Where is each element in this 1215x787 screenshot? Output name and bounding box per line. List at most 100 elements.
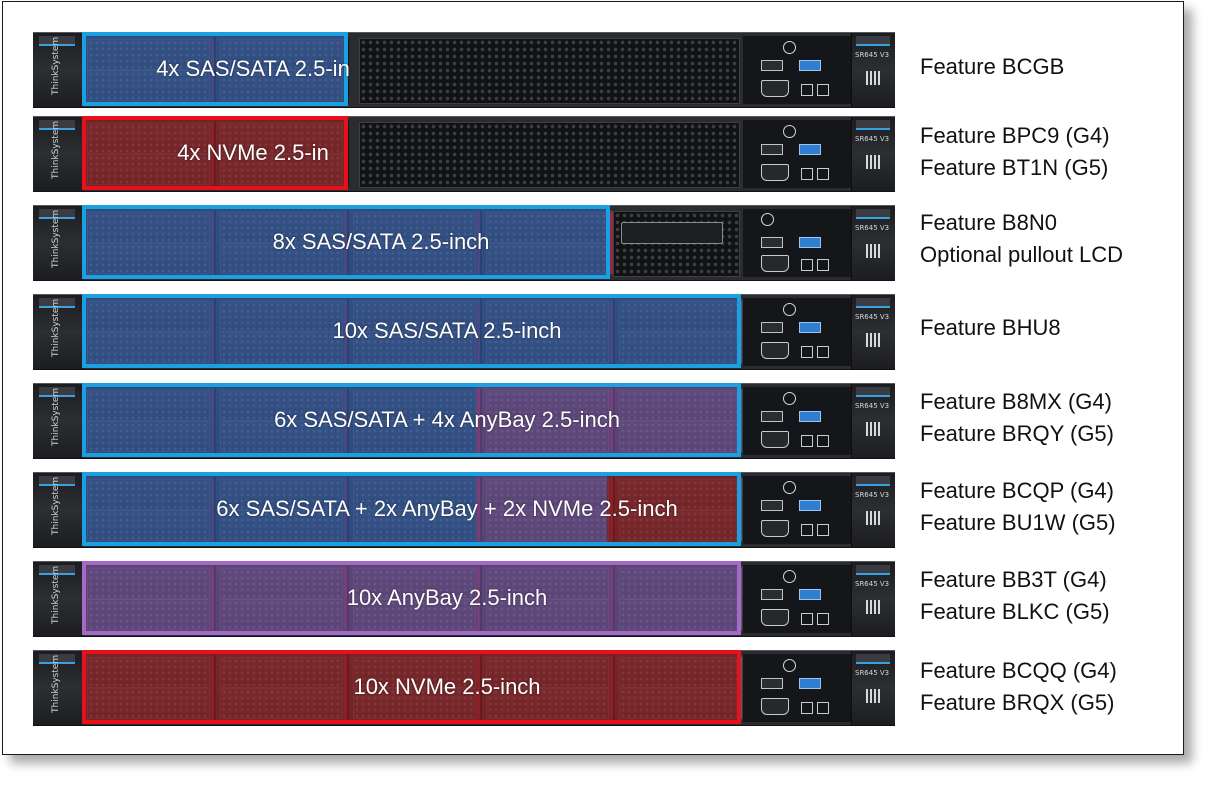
usb3-port xyxy=(799,411,821,422)
drive-group-outline xyxy=(82,116,348,190)
id-button xyxy=(801,702,813,714)
drive-config-caption: 4x NVMe 2.5-in xyxy=(177,140,329,165)
id-button xyxy=(801,168,813,180)
sas-sata-drive-overlay xyxy=(83,383,476,457)
front-io-panel xyxy=(743,387,853,455)
power-button xyxy=(783,303,796,316)
feature-code-line: Feature B8N0 xyxy=(920,210,1057,235)
usb-port xyxy=(761,411,783,422)
model-label: SR645 V3 xyxy=(855,51,890,59)
feature-code-label: Feature BCQP (G4)Feature BU1W (G5) xyxy=(920,475,1116,539)
vent-grille xyxy=(359,38,740,104)
nvme-drive-overlay xyxy=(83,116,345,190)
usb-port xyxy=(761,236,783,248)
qr-code-icon xyxy=(866,155,880,169)
right-rack-ear: SR645 V3 xyxy=(851,33,895,107)
qr-code-icon xyxy=(866,600,880,614)
power-button xyxy=(783,125,796,138)
usb-port xyxy=(761,678,783,689)
front-io-panel xyxy=(743,654,853,722)
serial-port xyxy=(817,168,829,180)
right-rack-ear: SR645 V3 xyxy=(851,117,895,191)
nvme-drive-overlay xyxy=(83,650,738,724)
power-button xyxy=(783,481,796,494)
drive-group-outline xyxy=(82,294,741,368)
brand-label: ThinkSystem xyxy=(51,298,61,357)
qr-code-icon xyxy=(866,244,880,258)
model-label: SR645 V3 xyxy=(855,135,890,143)
id-button xyxy=(801,435,813,447)
vga-port xyxy=(761,431,789,448)
usb-port xyxy=(761,144,783,155)
feature-code-line: Feature BU1W (G5) xyxy=(920,510,1116,535)
id-button xyxy=(801,524,813,536)
drive-config-caption: 10x NVMe 2.5-inch xyxy=(353,674,541,699)
brand-label: ThinkSystem xyxy=(51,654,61,713)
brand-label: ThinkSystem xyxy=(51,387,61,446)
feature-code-line: Optional pullout LCD xyxy=(920,242,1124,267)
feature-code-line: Feature BRQX (G5) xyxy=(920,690,1115,715)
right-rack-ear: SR645 V3 xyxy=(851,473,895,547)
power-button xyxy=(783,659,796,672)
feature-code-line: Feature BB3T (G4) xyxy=(920,567,1107,592)
front-io-panel xyxy=(743,476,853,544)
drive-config-caption: 6x SAS/SATA + 2x AnyBay + 2x NVMe 2.5-in… xyxy=(216,496,678,521)
drive-group-outline xyxy=(82,32,348,106)
left-rack-ear: ThinkSystem xyxy=(33,206,83,280)
brand-label: ThinkSystem xyxy=(51,120,61,179)
serial-port xyxy=(817,258,829,271)
feature-code-line: Feature BLKC (G5) xyxy=(920,599,1110,624)
feature-code-label: Feature BCQQ (G4)Feature BRQX (G5) xyxy=(920,655,1117,719)
power-button xyxy=(783,570,796,583)
front-io-panel xyxy=(743,36,853,104)
left-rack-ear: ThinkSystem xyxy=(33,651,83,725)
nvme-drive-overlay xyxy=(607,472,738,546)
front-io-panel xyxy=(743,209,853,277)
qr-code-icon xyxy=(866,333,880,347)
anybay-drive-overlay xyxy=(476,472,607,546)
qr-code-icon xyxy=(866,71,880,85)
front-io-panel xyxy=(743,298,853,366)
qr-code-icon xyxy=(866,422,880,436)
feature-code-line: Feature BPC9 (G4) xyxy=(920,123,1110,148)
left-rack-ear: ThinkSystem xyxy=(33,295,83,369)
server-row: ThinkSystem SR645 V3 4x NVMe 2.5-in xyxy=(33,116,895,192)
qr-code-icon xyxy=(866,511,880,525)
model-label: SR645 V3 xyxy=(855,402,890,410)
vga-port xyxy=(761,80,789,97)
usb3-port xyxy=(799,589,821,600)
usb-port xyxy=(761,60,783,71)
feature-code-label: Feature BHU8 xyxy=(920,312,1061,344)
feature-code-label: Feature BB3T (G4) Feature BLKC (G5) xyxy=(920,564,1110,628)
figure-frame xyxy=(2,1,1184,755)
right-rack-ear: SR645 V3 xyxy=(851,295,895,369)
vga-port xyxy=(761,520,789,537)
serial-port xyxy=(817,524,829,536)
serial-port xyxy=(817,702,829,714)
brand-label: ThinkSystem xyxy=(51,209,61,268)
sas-sata-drive-overlay xyxy=(83,294,738,368)
front-io-panel xyxy=(743,120,853,188)
anybay-drive-overlay xyxy=(476,383,738,457)
sas-sata-drive-overlay xyxy=(83,472,476,546)
feature-code-line: Feature BT1N (G5) xyxy=(920,155,1109,180)
feature-code-line: Feature B8MX (G4) xyxy=(920,389,1112,414)
feature-code-line: Feature BRQY (G5) xyxy=(920,421,1114,446)
feature-code-line: Feature BCGB xyxy=(920,54,1065,79)
vga-port xyxy=(761,164,789,181)
qr-code-icon xyxy=(866,689,880,703)
lcd-pullout-handle xyxy=(621,222,723,244)
vga-port xyxy=(761,342,789,359)
drive-group-outline xyxy=(82,383,741,457)
drive-group-outline xyxy=(82,205,610,279)
sas-sata-drive-overlay xyxy=(83,205,607,279)
id-button xyxy=(801,258,813,271)
serial-port xyxy=(817,613,829,625)
power-button xyxy=(761,213,774,226)
id-button xyxy=(801,613,813,625)
